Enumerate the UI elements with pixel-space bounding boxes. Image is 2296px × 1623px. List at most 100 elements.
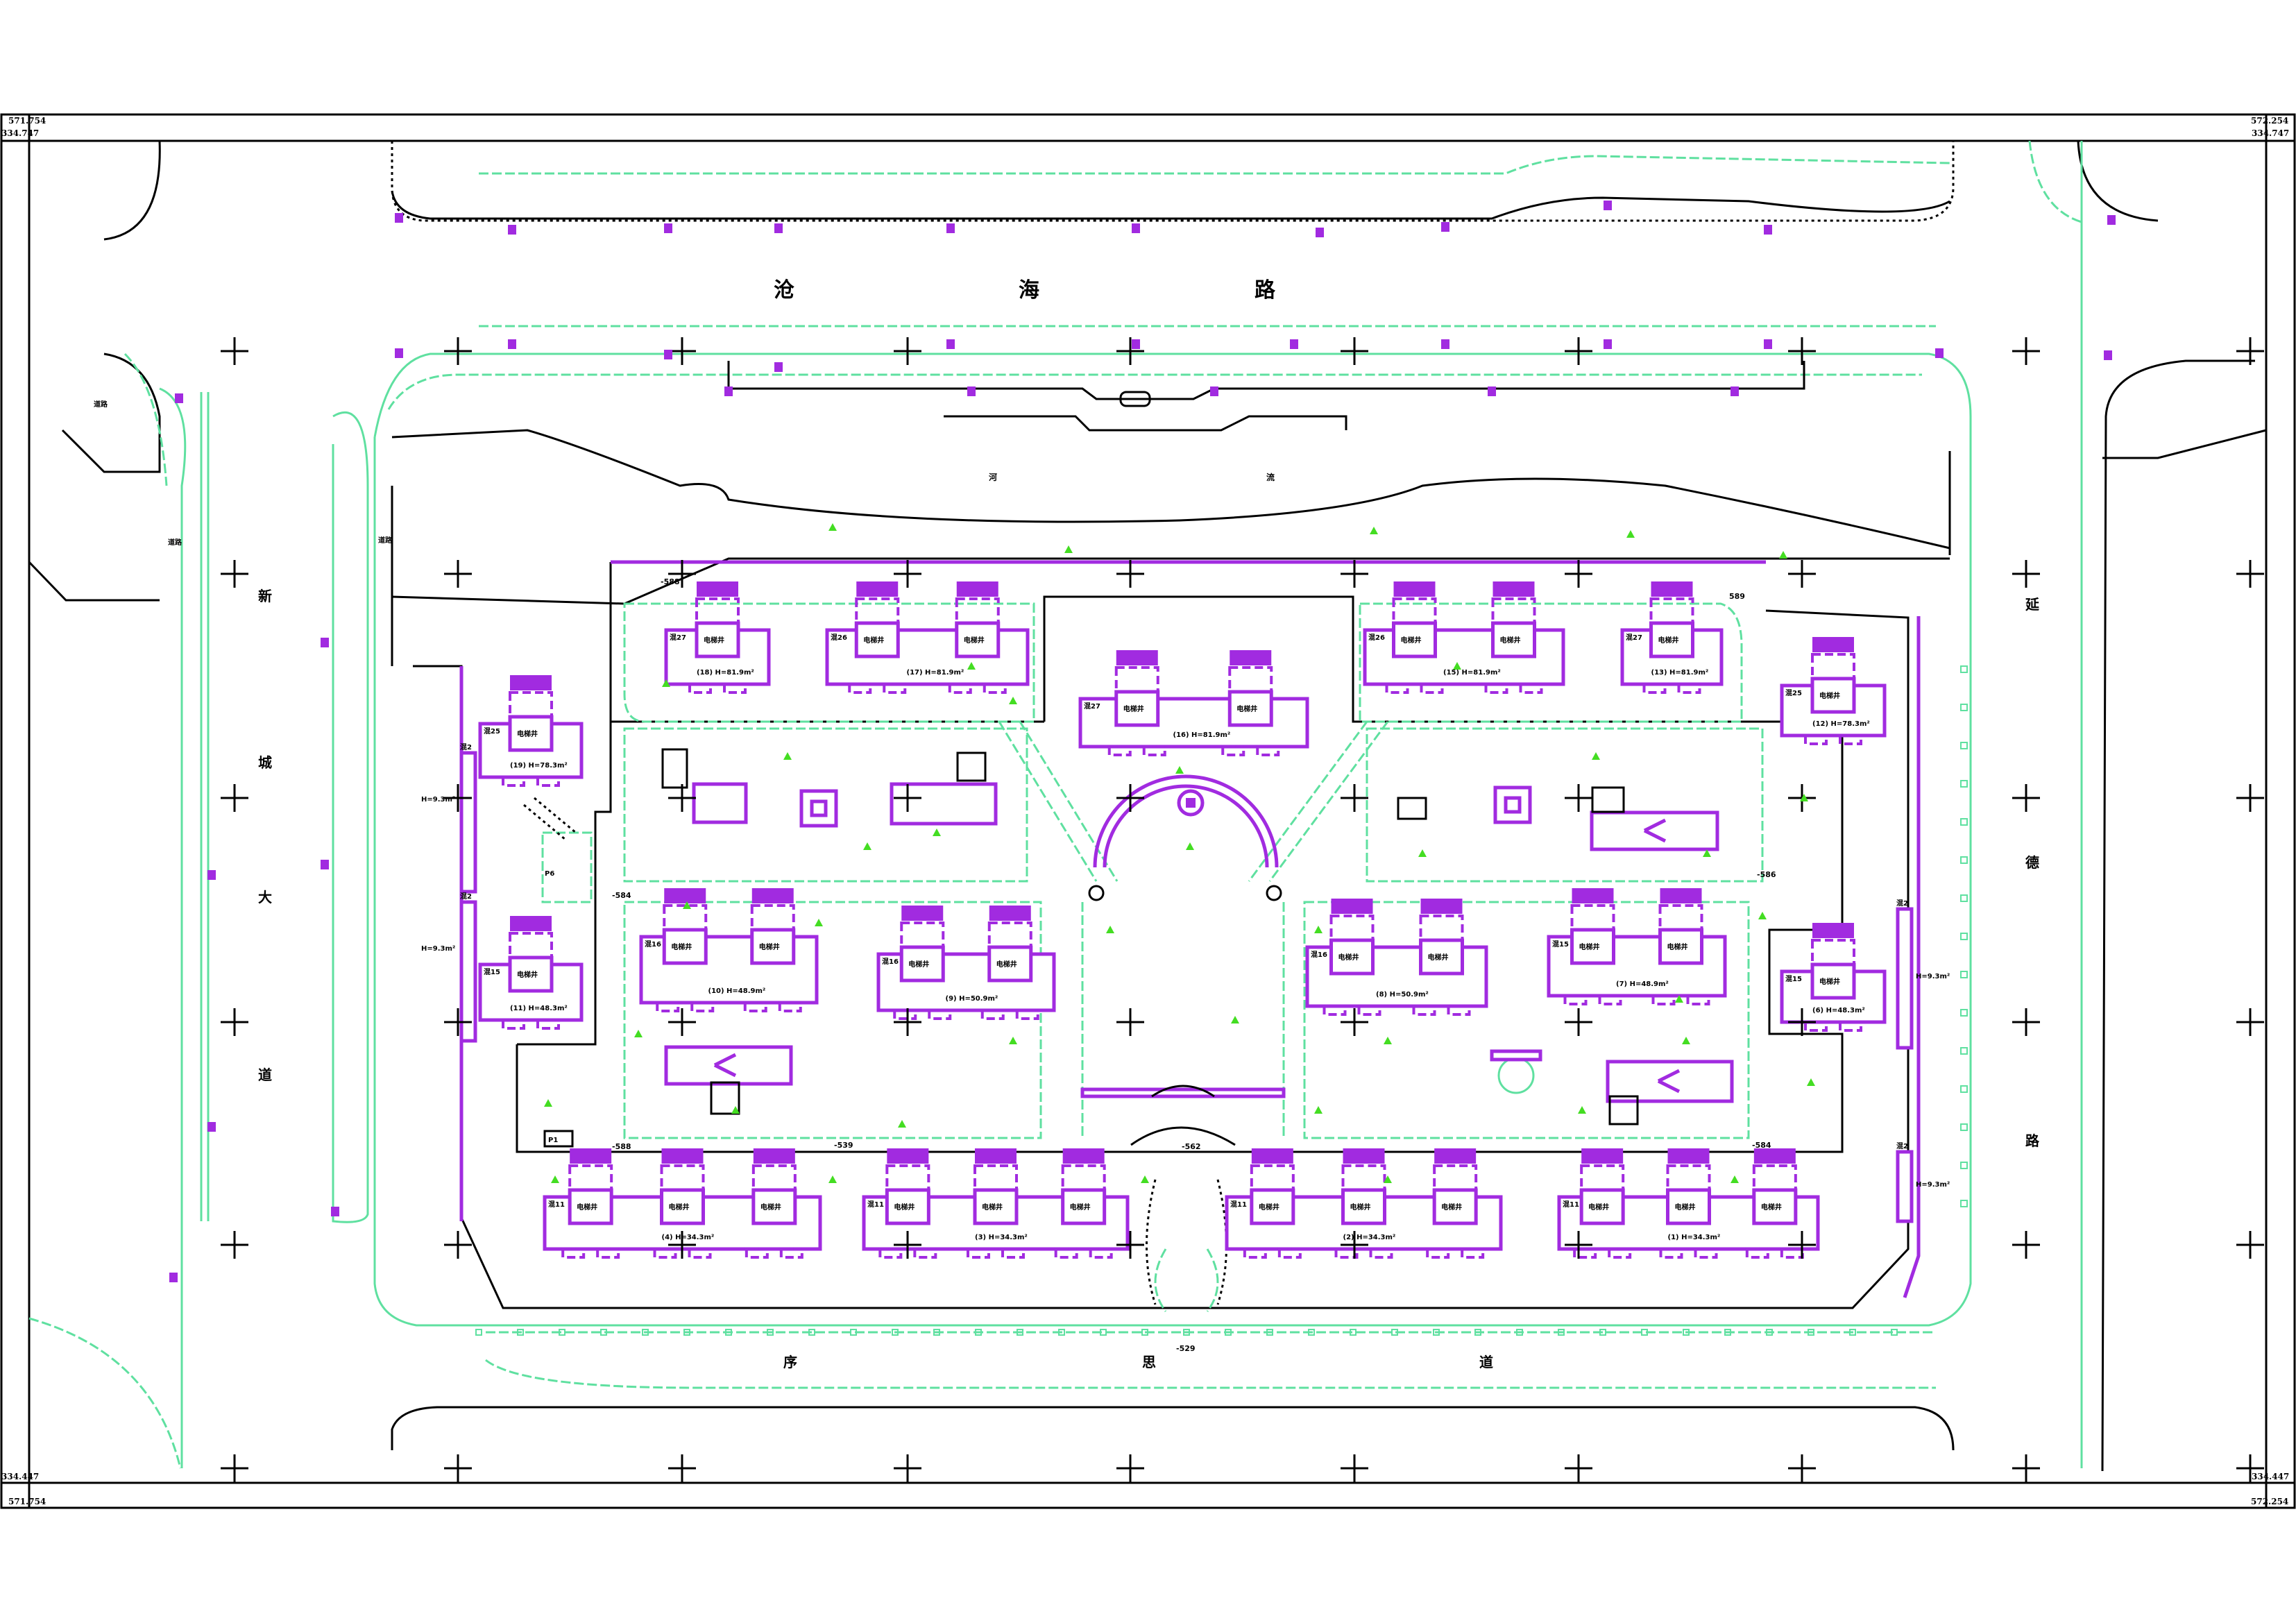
entrance-canopy — [1660, 888, 1702, 903]
river — [391, 361, 1951, 666]
grid-cross-mark — [1565, 560, 1592, 588]
streetlight-marker-icon — [1017, 1329, 1023, 1336]
elevation-label: -529 — [1176, 1344, 1196, 1353]
elevator-core-label: 电梯井 — [982, 1203, 1003, 1212]
balcony-outline — [1243, 1248, 1267, 1259]
road-west-char-4: 道 — [258, 1067, 272, 1083]
balcony-outline — [1357, 1005, 1381, 1016]
balcony-outline — [1054, 1248, 1078, 1259]
podium[interactable]: 混2H=9.3m² — [421, 742, 477, 894]
balcony-outline — [980, 1009, 1005, 1020]
grid-cross-mark — [1565, 1231, 1592, 1259]
grid-cross-mark — [444, 560, 472, 588]
street-tree-marker-icon — [395, 213, 403, 223]
building-outline — [1078, 697, 1309, 749]
streetlight-marker-icon — [1960, 742, 1968, 749]
street-tree-marker-icon — [664, 350, 672, 359]
elevator-core — [1810, 962, 1856, 1000]
building[interactable]: 电梯井电梯井混16(8) H=50.9m² — [1305, 899, 1488, 1016]
building[interactable]: 电梯井电梯井混27(16) H=81.9m² — [1078, 650, 1309, 756]
elevator-core — [1114, 690, 1160, 727]
elevator-core-label: 电梯井 — [1588, 1203, 1609, 1212]
balcony-outline — [1804, 1021, 1828, 1032]
building-structure-label: 混15 — [1552, 940, 1569, 949]
elevator-core — [1649, 621, 1694, 658]
grid-cross-mark — [668, 784, 696, 812]
building[interactable]: 电梯井电梯井混16(9) H=50.9m² — [876, 906, 1056, 1020]
building[interactable]: 电梯井电梯井电梯井混11(3) H=34.3m² — [862, 1148, 1130, 1259]
grid-cross-mark — [1341, 560, 1368, 588]
building[interactable]: 电梯井电梯井混26(15) H=81.9m² — [1363, 581, 1565, 694]
streetlight-marker-icon — [1433, 1329, 1440, 1336]
coord-top-right-y: 334.747 — [2252, 128, 2289, 138]
building-structure-label: 混11 — [548, 1200, 565, 1209]
balcony-outline — [653, 1248, 677, 1259]
streetlight-marker-icon — [1599, 1329, 1606, 1336]
podium-outline — [1896, 907, 1914, 1050]
building-caption: (13) H=81.9m² — [1651, 669, 1709, 677]
elevator-core — [899, 945, 945, 983]
grid-cross-mark — [1565, 784, 1592, 812]
elevator-core-label: 电梯井 — [1428, 953, 1449, 962]
balcony-outline — [1573, 1248, 1597, 1259]
elevator-core — [1579, 1188, 1625, 1225]
streetlight-marker-icon — [1960, 818, 1968, 826]
streetlight-marker-icon — [1960, 1009, 1968, 1017]
building[interactable]: 电梯井电梯井电梯井混11(4) H=34.3m² — [543, 1148, 822, 1259]
balcony-outline — [596, 1248, 620, 1259]
building-caption: (6) H=48.3m² — [1812, 1007, 1865, 1014]
streetlight-marker-icon — [1641, 1329, 1648, 1336]
building[interactable]: 电梯井电梯井混26(17) H=81.9m² — [825, 581, 1030, 694]
street-tree-marker-icon — [774, 223, 783, 233]
coord-top-left-y: 334.747 — [1, 128, 39, 138]
grid-cross-mark — [221, 784, 248, 812]
elevator-core — [662, 928, 708, 965]
podium[interactable]: 混2H=9.3m² — [1896, 1141, 1950, 1223]
balcony-outline — [1745, 1248, 1769, 1259]
streetlight-marker-icon — [1960, 1123, 1968, 1131]
grid-cross-mark — [2012, 784, 2040, 812]
elevator-core-label: 电梯井 — [1123, 704, 1144, 713]
elevation-label: -584 — [1752, 1141, 1771, 1150]
elevator-core — [955, 621, 1001, 658]
elevator-core — [1491, 621, 1536, 658]
grid-cross-mark — [1116, 784, 1144, 812]
balcony-outline — [1659, 1248, 1683, 1259]
entrance-canopy — [1420, 899, 1463, 914]
elevator-core — [885, 1188, 930, 1225]
balcony-outline — [1334, 1248, 1359, 1259]
building[interactable]: 电梯井电梯井混16(10) H=48.9m² — [639, 888, 819, 1012]
building[interactable]: 电梯井电梯井电梯井混11(1) H=34.3m² — [1557, 1148, 1820, 1259]
building[interactable]: 电梯井电梯井混15(7) H=48.9m² — [1547, 888, 1727, 1005]
building-structure-label: 混27 — [670, 633, 686, 642]
building-caption: (19) H=78.3m² — [510, 762, 568, 770]
balcony-outline — [779, 1248, 803, 1259]
podium-caption: H=9.3m² — [421, 796, 455, 804]
grid-cross-mark — [2012, 337, 2040, 365]
podium[interactable]: 混2H=9.3m² — [1896, 899, 1950, 1050]
street-tree-marker-icon — [724, 386, 733, 396]
balcony-outline — [1142, 745, 1166, 756]
streetlight-marker-icon — [642, 1329, 649, 1336]
balcony-outline — [848, 683, 872, 694]
tree-icon — [1384, 1037, 1392, 1044]
building[interactable]: 电梯井电梯井电梯井混11(2) H=34.3m² — [1225, 1148, 1503, 1259]
streetlight-marker-icon — [1960, 1162, 1968, 1169]
grid-cross-mark — [1341, 784, 1368, 812]
elevator-core — [1250, 1188, 1295, 1225]
side-road-label-2: 道路 — [168, 538, 182, 547]
elevator-core-label: 电梯井 — [1338, 953, 1359, 962]
tree-icon — [828, 523, 837, 531]
grid-cross-mark — [894, 1231, 921, 1259]
podium[interactable]: 混2H=9.3m² — [421, 892, 477, 1043]
entrance-canopy — [753, 1148, 795, 1164]
tree-icon — [1453, 662, 1461, 670]
entrance-canopy — [1116, 650, 1158, 665]
tree-icon — [1730, 1175, 1739, 1183]
